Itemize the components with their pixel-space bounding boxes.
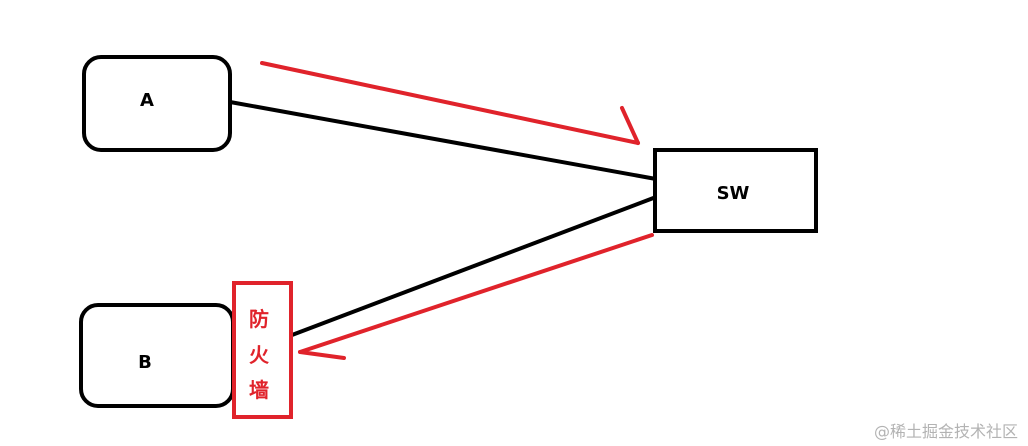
arrow-a-to-sw <box>260 61 640 145</box>
firewall: 防 火 墙 <box>232 281 293 419</box>
firewall-char-2: 火 <box>249 343 270 367</box>
node-sw: SW <box>653 148 818 233</box>
node-a: A <box>82 55 232 152</box>
node-a-label: A <box>140 90 154 111</box>
link-a-sw <box>229 100 657 181</box>
watermark: @稀土掘金技术社区 <box>874 422 1018 441</box>
node-b-label: B <box>138 352 152 373</box>
link-sw-firewall <box>291 195 657 337</box>
firewall-char-3: 墙 <box>249 378 269 402</box>
arrow-sw-to-firewall <box>298 233 654 360</box>
firewall-char-1: 防 <box>249 307 269 331</box>
node-sw-label: SW <box>717 183 750 204</box>
node-b: B <box>79 303 235 408</box>
